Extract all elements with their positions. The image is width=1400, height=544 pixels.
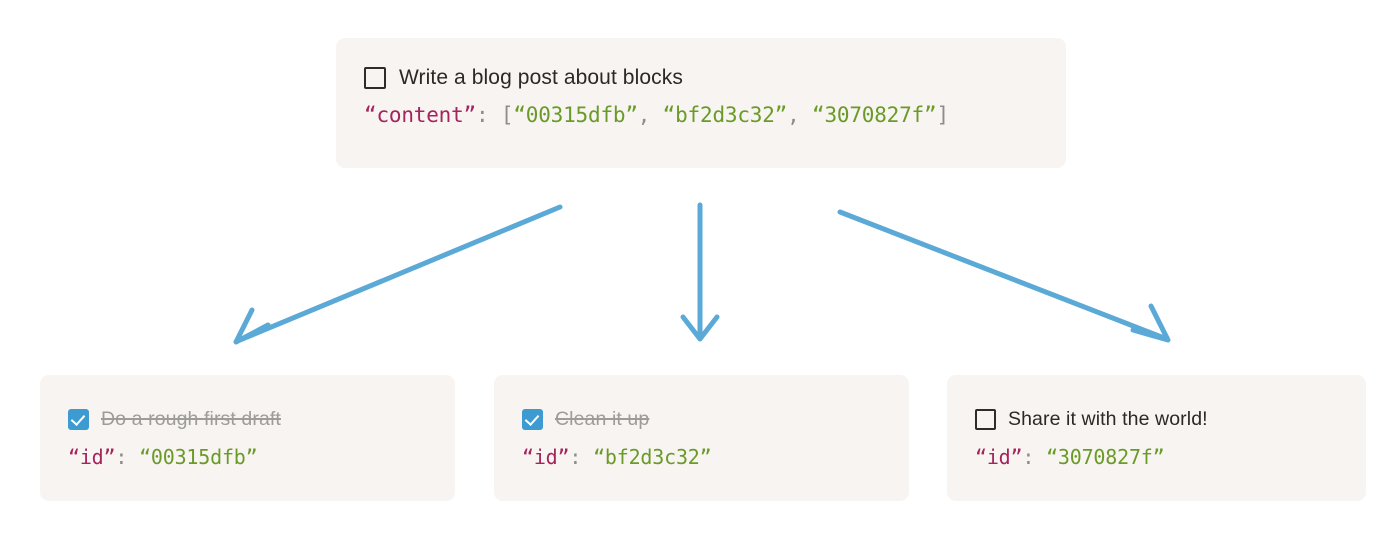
json-colon: : (1022, 445, 1035, 469)
checkbox-empty-icon[interactable] (975, 408, 996, 430)
json-space (127, 445, 139, 469)
arrow-to-left-child (233, 204, 563, 345)
child-todo-label-2: Clean it up (555, 407, 650, 430)
json-value: “00315dfb” (139, 445, 258, 469)
json-open-bracket: [ (488, 103, 514, 127)
child-todo-label-3: Share it with the world! (1008, 407, 1208, 430)
json-key: “id” (975, 445, 1023, 469)
json-key: “id” (68, 445, 116, 469)
json-colon: : (115, 445, 128, 469)
child-block-card-1[interactable]: Do a rough first draft “id”: “00315dfb” (40, 375, 455, 501)
child-todo-row-3: Share it with the world! (975, 405, 1338, 433)
json-value: “bf2d3c32” (593, 445, 712, 469)
json-space (581, 445, 593, 469)
child-json-line-3: “id”: “3070827f” (975, 445, 1338, 469)
checkbox-empty-icon[interactable] (364, 67, 386, 89)
json-colon: : (476, 103, 489, 127)
parent-block-card[interactable]: Write a blog post about blocks “content”… (336, 38, 1066, 168)
parent-todo-row: Write a blog post about blocks (364, 64, 1038, 92)
child-block-card-2[interactable]: Clean it up “id”: “bf2d3c32” (494, 375, 909, 501)
parent-todo-label: Write a blog post about blocks (399, 66, 683, 89)
json-value-3: “3070827f” (812, 103, 937, 127)
child-todo-label-1: Do a rough first draft (101, 407, 281, 430)
json-value-2: “bf2d3c32” (662, 103, 788, 127)
json-separator-2: , (787, 103, 812, 127)
child-json-line-2: “id”: “bf2d3c32” (522, 445, 881, 469)
json-key: “id” (522, 445, 570, 469)
child-todo-row-1: Do a rough first draft (68, 405, 427, 433)
checkbox-checked-icon[interactable] (522, 408, 543, 430)
arrow-to-middle-child (680, 202, 720, 342)
json-space (1034, 445, 1046, 469)
child-todo-row-2: Clean it up (522, 405, 881, 433)
child-block-card-3[interactable]: Share it with the world! “id”: “3070827f… (947, 375, 1366, 501)
json-value-1: “00315dfb” (513, 103, 638, 127)
json-colon: : (569, 445, 582, 469)
checkbox-checked-icon[interactable] (68, 408, 89, 430)
json-close-bracket: ] (936, 103, 949, 127)
parent-json-line: “content”: [“00315dfb”, “bf2d3c32”, “307… (364, 103, 1038, 127)
json-key: “content” (364, 103, 476, 127)
json-separator-1: , (637, 103, 663, 127)
arrow-to-right-child (837, 209, 1171, 343)
json-value: “3070827f” (1046, 445, 1165, 469)
child-json-line-1: “id”: “00315dfb” (68, 445, 427, 469)
